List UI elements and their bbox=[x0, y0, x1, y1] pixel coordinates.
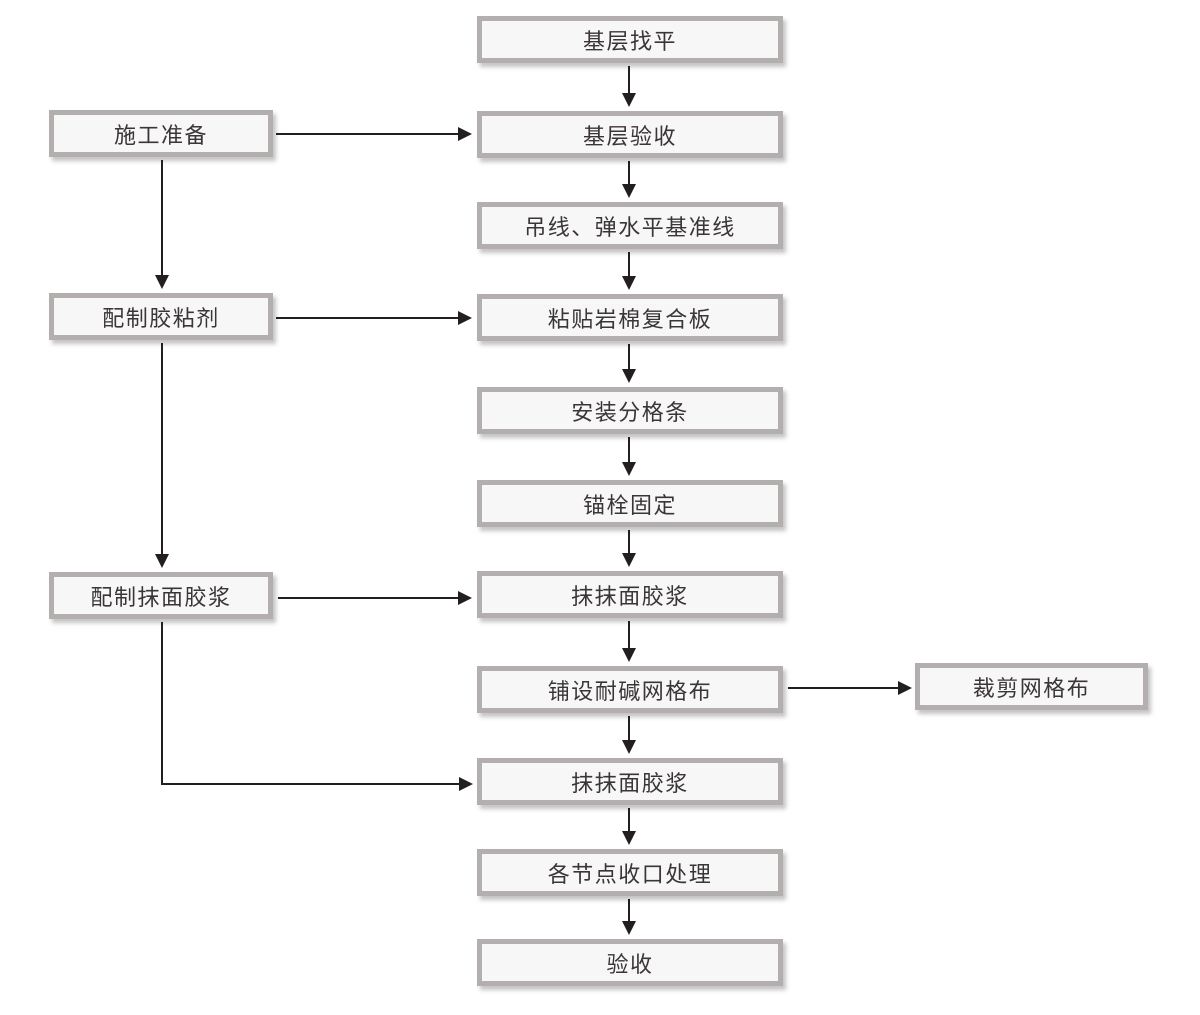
arrow-line bbox=[628, 621, 630, 650]
arrowhead-right-icon bbox=[458, 127, 472, 141]
arrowhead-down-icon bbox=[622, 276, 636, 290]
node-paste-rockwool-panel: 粘贴岩棉复合板 bbox=[477, 294, 783, 341]
arrow-line bbox=[276, 317, 458, 319]
arrow-line bbox=[161, 343, 163, 556]
arrowhead-right-icon bbox=[459, 777, 473, 791]
node-base-acceptance: 基层验收 bbox=[477, 111, 783, 158]
arrowhead-down-icon bbox=[155, 554, 169, 568]
node-lay-alkali-resistant-mesh: 铺设耐碱网格布 bbox=[477, 666, 783, 713]
arrowhead-down-icon bbox=[622, 184, 636, 198]
arrowhead-down-icon bbox=[622, 462, 636, 476]
arrow-line bbox=[628, 530, 630, 555]
arrowhead-right-icon bbox=[898, 681, 912, 695]
arrow-line bbox=[161, 622, 163, 785]
node-final-acceptance: 验收 bbox=[477, 939, 783, 986]
arrow-line bbox=[628, 716, 630, 742]
node-surface-mortar-1: 抹抹面胶浆 bbox=[477, 571, 783, 618]
node-base-leveling: 基层找平 bbox=[477, 16, 783, 63]
arrowhead-right-icon bbox=[458, 311, 472, 325]
arrow-line bbox=[628, 808, 630, 833]
arrowhead-right-icon bbox=[458, 591, 472, 605]
arrowhead-down-icon bbox=[622, 648, 636, 662]
arrow-line bbox=[628, 66, 630, 95]
node-hang-line: 吊线、弹水平基准线 bbox=[477, 202, 783, 249]
arrow-line bbox=[628, 161, 630, 186]
arrow-line bbox=[628, 899, 630, 923]
node-anchor-fixing: 锚栓固定 bbox=[477, 480, 783, 527]
arrowhead-down-icon bbox=[622, 553, 636, 567]
arrowhead-down-icon bbox=[622, 93, 636, 107]
arrow-line bbox=[161, 783, 459, 785]
arrow-line bbox=[628, 437, 630, 464]
arrowhead-down-icon bbox=[622, 740, 636, 754]
arrow-line bbox=[628, 252, 630, 278]
node-construction-prep: 施工准备 bbox=[49, 110, 273, 157]
node-prepare-adhesive: 配制胶粘剂 bbox=[49, 293, 273, 340]
arrow-line bbox=[788, 687, 898, 689]
arrowhead-down-icon bbox=[622, 369, 636, 383]
node-cut-mesh-cloth: 裁剪网格布 bbox=[915, 663, 1148, 710]
arrowhead-down-icon bbox=[622, 831, 636, 845]
arrow-line bbox=[161, 160, 163, 277]
arrow-line bbox=[276, 133, 458, 135]
node-prepare-surface-mortar: 配制抹面胶浆 bbox=[49, 572, 273, 619]
arrowhead-down-icon bbox=[622, 921, 636, 935]
arrow-line bbox=[628, 344, 630, 371]
node-install-grid-strips: 安装分格条 bbox=[477, 387, 783, 434]
node-joint-sealing: 各节点收口处理 bbox=[477, 849, 783, 896]
arrow-line bbox=[278, 597, 458, 599]
arrowhead-down-icon bbox=[155, 275, 169, 289]
node-surface-mortar-2: 抹抹面胶浆 bbox=[477, 758, 783, 805]
